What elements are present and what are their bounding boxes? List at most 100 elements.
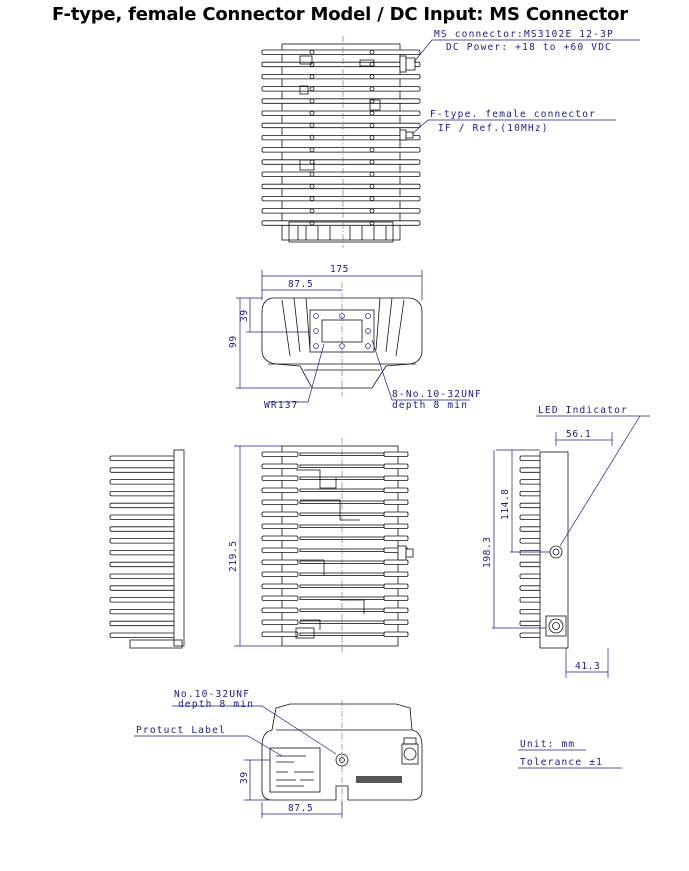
top-view-fins (261, 49, 421, 226)
bottom-screw-label: No.10-32UNF (174, 689, 250, 700)
screws-label: 8-No.10-32UNF (392, 389, 482, 400)
main-side-body (281, 445, 399, 647)
screws-depth-label: depth 8 min (392, 400, 468, 411)
fin (109, 526, 177, 532)
fin (261, 86, 421, 92)
fin-hole (369, 171, 375, 177)
fin (261, 607, 299, 613)
fin (383, 559, 409, 565)
fin (519, 620, 543, 627)
main-side-connector (397, 545, 407, 561)
product-label-area (269, 747, 321, 793)
dim-bottom-39: 39 (239, 771, 250, 784)
top-view-base (288, 221, 394, 243)
fin-hole (309, 220, 315, 226)
dim-led-56-1: 56.1 (566, 429, 591, 440)
fin (383, 511, 409, 517)
fin-hole (309, 196, 315, 202)
dim-bottom-87-5: 87.5 (288, 803, 313, 814)
fin (261, 220, 421, 226)
fin (383, 535, 409, 541)
fin (261, 159, 421, 165)
fin (261, 49, 421, 55)
fin (383, 619, 409, 625)
waveguide-label: WR137 (264, 400, 299, 411)
fin (519, 526, 543, 532)
fin (519, 597, 543, 603)
top-view (261, 36, 421, 248)
fin (109, 479, 177, 485)
ms-connector-label: MS connector:MS3102E 12-3P (434, 29, 614, 40)
product-label-callout: Protuct Label (136, 725, 226, 736)
dim-connector-41-3: 41.3 (575, 661, 600, 672)
left-side-spine (173, 449, 185, 647)
bottom-screw-depth-label: depth 8 min (178, 699, 254, 710)
dim-half-87-5: 87.5 (288, 279, 313, 290)
fin (383, 487, 409, 493)
fin (109, 455, 177, 461)
fin (109, 620, 177, 627)
fin-hole (309, 135, 315, 141)
fin-hole (369, 49, 375, 55)
fin (261, 463, 299, 469)
page-title: F-type, female Connector Model / DC Inpu… (52, 4, 628, 25)
fin (109, 550, 177, 556)
fin (109, 514, 177, 520)
fin-hole (369, 208, 375, 214)
fin (519, 455, 543, 461)
fin (261, 195, 421, 202)
fin (519, 585, 543, 591)
fin (261, 595, 299, 601)
fin (109, 585, 177, 591)
dc-power-label: DC Power: +18 to +60 VDC (446, 42, 612, 53)
ms-connector-stub (399, 55, 407, 73)
fin (383, 595, 409, 601)
fin-hole (369, 110, 375, 116)
fin (261, 74, 421, 80)
fin (519, 490, 543, 497)
fin (109, 502, 177, 509)
fin (383, 475, 409, 481)
fin (261, 61, 421, 68)
fin (261, 487, 299, 493)
if-ref-label: IF / Ref.(10MHz) (438, 123, 549, 134)
dim-depth-39: 39 (239, 309, 250, 322)
fin (109, 538, 177, 544)
fin (519, 514, 543, 520)
flange-hole (313, 313, 319, 319)
fin (261, 147, 421, 153)
ftype-connector-label: F-type. female connector (430, 109, 596, 120)
fin (109, 597, 177, 603)
fin-hole (369, 123, 375, 128)
fin (519, 538, 543, 544)
fin (383, 451, 409, 457)
fin (519, 550, 543, 556)
right-side-view (519, 451, 569, 649)
fin (261, 134, 421, 141)
barcode (356, 776, 402, 783)
unit-note: Unit: mm (520, 739, 575, 750)
fin-hole (369, 196, 375, 202)
dim-led-114-8: 114.8 (500, 488, 511, 520)
fin-hole (309, 123, 315, 128)
fin-hole (309, 147, 315, 153)
fin (519, 573, 543, 579)
main-side-view (261, 438, 414, 652)
fin-hole (369, 86, 375, 92)
fin (261, 451, 299, 457)
fin (519, 632, 543, 638)
fin-hole (369, 220, 375, 226)
fin (261, 171, 421, 177)
fin (109, 573, 177, 579)
fin (519, 561, 543, 568)
dim-width-175: 175 (330, 264, 349, 275)
fin-hole (369, 135, 375, 141)
fin (519, 502, 543, 509)
ftype-connector-stub (399, 129, 407, 141)
fin-hole (309, 49, 315, 55)
fin (261, 619, 299, 625)
fin (519, 609, 543, 615)
fin (109, 490, 177, 497)
fin (261, 571, 299, 577)
